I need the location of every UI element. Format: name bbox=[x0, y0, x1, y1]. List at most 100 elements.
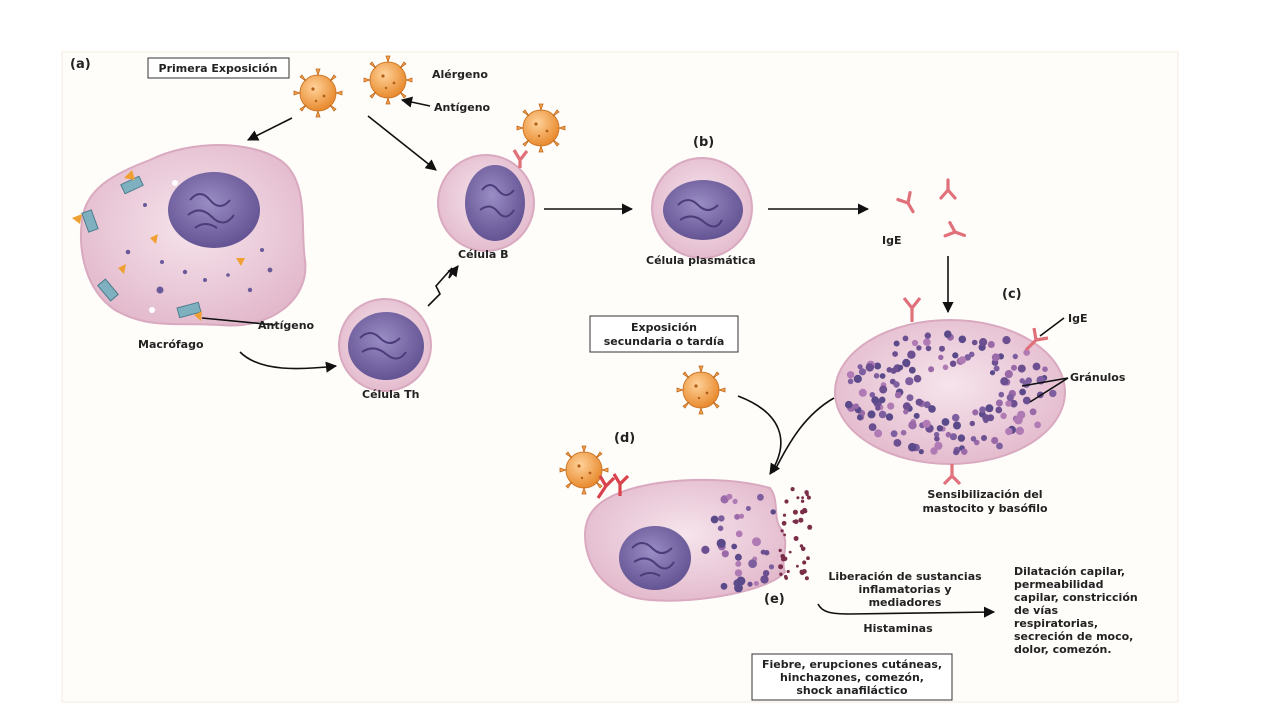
granule-dot bbox=[913, 412, 920, 419]
granule-dot bbox=[867, 410, 876, 419]
granule-dot bbox=[873, 373, 880, 379]
granule-dot bbox=[958, 356, 967, 364]
efectos-line: de vías bbox=[1014, 604, 1059, 617]
granule-dot bbox=[951, 413, 960, 422]
granule-dot bbox=[902, 402, 911, 411]
granule-dot bbox=[1025, 377, 1033, 384]
ige-mast-pointer bbox=[1039, 317, 1065, 337]
released-granule-dot bbox=[784, 499, 789, 504]
released-granule-dot bbox=[806, 495, 811, 500]
granule-dot bbox=[738, 513, 745, 519]
granule-dot bbox=[717, 525, 724, 532]
granule-dot bbox=[1049, 389, 1057, 398]
granule-dot bbox=[879, 385, 888, 394]
granule-dot bbox=[939, 345, 945, 352]
granule-dot bbox=[907, 350, 916, 359]
granule-dot bbox=[916, 345, 922, 351]
granule-dot bbox=[1032, 362, 1041, 371]
released-granule-dot bbox=[778, 564, 784, 570]
granule-dot bbox=[886, 367, 893, 373]
granule-dot bbox=[953, 449, 960, 456]
granule-dot bbox=[747, 581, 753, 587]
celula-plasmatica-label: Célula plasmática bbox=[646, 254, 756, 267]
granule-dot bbox=[998, 391, 1005, 398]
granule-dot bbox=[991, 353, 1000, 362]
granule-dot bbox=[908, 442, 917, 452]
granule-dot bbox=[710, 515, 719, 524]
released-granule-dot bbox=[800, 499, 805, 503]
sintomas-line-3: shock anafiláctico bbox=[796, 684, 908, 697]
granule-dot bbox=[879, 373, 886, 379]
granule-dot bbox=[1005, 427, 1013, 436]
granule-dot bbox=[721, 550, 729, 558]
granule-dot bbox=[885, 413, 894, 421]
granule-dot bbox=[853, 374, 862, 383]
granule-dot bbox=[936, 425, 944, 432]
granule-dot bbox=[933, 431, 940, 438]
released-granule-dot bbox=[783, 533, 786, 537]
released-granule-dot bbox=[781, 520, 787, 526]
granule-dot bbox=[846, 371, 855, 379]
granule-dot bbox=[970, 436, 977, 442]
arrow-to-effects bbox=[817, 603, 996, 618]
ige-free-label: IgE bbox=[882, 234, 901, 247]
granule-dot bbox=[900, 429, 907, 436]
receptor-icon bbox=[176, 301, 202, 319]
granule-dot bbox=[1022, 396, 1031, 405]
released-granule-dot bbox=[790, 487, 795, 492]
granule-dot bbox=[757, 493, 764, 501]
released-granule-dot bbox=[802, 569, 807, 574]
macrophage-cell bbox=[72, 144, 307, 327]
granule-dot bbox=[871, 396, 879, 404]
ige-receptor-icon bbox=[902, 297, 922, 322]
granule-dot bbox=[878, 396, 886, 404]
granule-dot bbox=[753, 581, 759, 586]
efectos-line: capilar, constricción bbox=[1014, 591, 1138, 604]
sensibilizacion-line-1: Sensibilización del bbox=[927, 488, 1042, 501]
allergen-particle bbox=[516, 103, 566, 153]
granule-dot bbox=[923, 401, 931, 409]
celula-th-label: Célula Th bbox=[362, 388, 420, 401]
granule-dot bbox=[734, 569, 743, 577]
granule-dot bbox=[981, 435, 987, 441]
exposicion-secundaria-line-2: secundaria o tardía bbox=[604, 335, 725, 348]
released-granule-dot bbox=[804, 576, 809, 581]
granule-dot bbox=[734, 553, 742, 561]
granule-dot bbox=[887, 402, 895, 410]
granule-dot bbox=[718, 515, 725, 522]
granule-dot bbox=[1010, 399, 1018, 408]
granule-dot bbox=[752, 537, 761, 547]
primera-exposicion-box: Primera Exposición bbox=[147, 57, 290, 79]
arrow-to-th-cell bbox=[239, 351, 338, 373]
granule-dot bbox=[764, 550, 770, 556]
granule-dot bbox=[1023, 349, 1030, 356]
granule-dot bbox=[1019, 378, 1025, 384]
granule-dot bbox=[906, 394, 914, 402]
granule-dot bbox=[893, 340, 900, 347]
released-granule-dot bbox=[782, 513, 787, 517]
granule-dot bbox=[868, 423, 877, 431]
granule-dot bbox=[953, 421, 961, 430]
receptor-icon bbox=[97, 278, 119, 302]
liberacion-line-2: inflamatorias y bbox=[858, 583, 951, 596]
released-granule-dot bbox=[792, 509, 798, 515]
ige-receptor-icon bbox=[942, 464, 962, 486]
granule-dot bbox=[964, 354, 971, 361]
primera-exposicion-label: Primera Exposición bbox=[159, 62, 278, 75]
granule-dot bbox=[1014, 415, 1023, 425]
granule-dot bbox=[945, 431, 952, 438]
ige-mast-label: IgE bbox=[1068, 312, 1087, 325]
released-granule-dot bbox=[784, 576, 788, 580]
granule-dot bbox=[922, 419, 931, 428]
granule-dot bbox=[1011, 364, 1017, 371]
granule-dot bbox=[735, 560, 742, 567]
granule-dot bbox=[911, 339, 919, 347]
th-cell bbox=[338, 298, 432, 392]
granule-dot bbox=[726, 493, 733, 500]
arrow-to-b-cell bbox=[367, 115, 437, 171]
granule-dot bbox=[770, 509, 776, 515]
allergen-particle bbox=[293, 68, 343, 118]
granule-dot bbox=[858, 388, 867, 397]
released-granule-dot bbox=[779, 572, 783, 576]
